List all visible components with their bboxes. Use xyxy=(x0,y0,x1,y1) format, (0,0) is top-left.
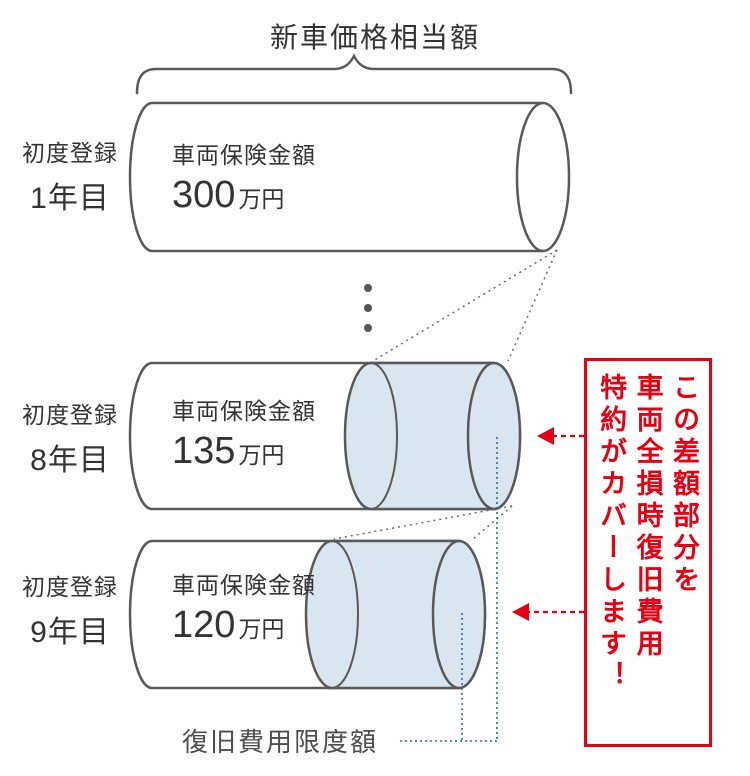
row-label-year1: 初度登録 1年目 xyxy=(14,134,126,217)
diff-section xyxy=(343,361,522,511)
year-label: 9年目 xyxy=(30,616,110,649)
callout-box: この差額部分を 車両全損時復旧費用 特約がカバーします！ xyxy=(584,358,712,747)
year-label: 1年目 xyxy=(30,182,110,215)
callout-arrow-year9 xyxy=(512,603,584,621)
limit-guide-lines xyxy=(400,437,500,742)
cylinder-year8 xyxy=(128,361,522,511)
diff-section xyxy=(304,539,487,690)
cylinder-year9 xyxy=(128,539,487,690)
projection-line xyxy=(507,249,558,362)
projection-line xyxy=(333,505,513,540)
amount-number: 300 xyxy=(172,174,236,216)
amount-unit: 万円 xyxy=(238,616,285,642)
projection-lines-2to3 xyxy=(333,505,513,540)
callout-line: この差額部分を xyxy=(669,373,699,597)
dot xyxy=(364,304,372,312)
brace-shape xyxy=(135,53,573,95)
amount-unit: 万円 xyxy=(238,442,285,468)
arrow-head xyxy=(512,603,529,621)
insurance-amount-label: 車両保険金額 xyxy=(172,572,316,598)
amount-number: 135 xyxy=(172,430,236,472)
registration-label: 初度登録 xyxy=(22,574,118,600)
arrow-head xyxy=(537,427,554,445)
restoration-limit-label: 復旧費用限度額 xyxy=(182,727,379,757)
amount-number: 120 xyxy=(172,604,236,646)
registration-label: 初度登録 xyxy=(22,140,118,166)
dot xyxy=(364,284,372,292)
cylinder-year1 xyxy=(128,101,571,253)
year-label: 8年目 xyxy=(30,444,110,477)
cylinder-cap-edge xyxy=(431,539,460,690)
dot xyxy=(364,324,372,332)
callout-line: 特約がカバーします！ xyxy=(596,373,627,693)
projection-line xyxy=(372,249,558,362)
callout-arrow-year8 xyxy=(537,427,584,445)
row-label-year9: 初度登録 9年目 xyxy=(14,568,126,651)
section-edge xyxy=(370,362,398,510)
cylinder-cap-edge xyxy=(515,101,544,253)
registration-label: 初度登録 xyxy=(22,402,118,428)
callout-vertical-text: この差額部分を 車両全損時復旧費用 特約がカバーします！ xyxy=(587,361,709,744)
row-label-year8: 初度登録 8年目 xyxy=(14,396,126,479)
projection-line xyxy=(472,505,513,540)
ellipsis-dots xyxy=(364,284,372,332)
diagram-title: 新車価格相当額 xyxy=(269,22,480,53)
projection-lines-1to2 xyxy=(372,249,558,362)
cylinder-cap-edge xyxy=(466,361,495,511)
section-edge xyxy=(331,540,359,689)
callout-line: 車両全損時復旧費用 xyxy=(632,373,663,661)
amount-unit: 万円 xyxy=(238,186,285,212)
insurance-amount-label: 車両保険金額 xyxy=(172,142,316,168)
insurance-amount-label: 車両保険金額 xyxy=(172,398,316,424)
